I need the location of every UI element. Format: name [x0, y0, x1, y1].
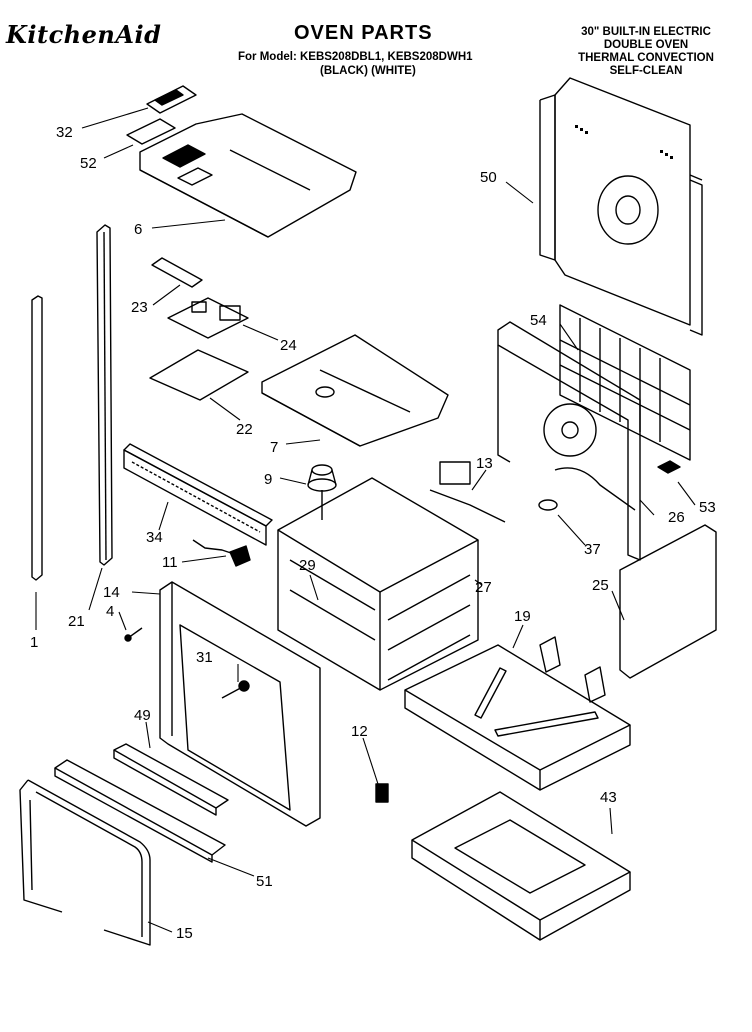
label-part-24: 24: [280, 337, 297, 354]
part-27-oven-cavity-drawing: [277, 477, 479, 691]
label-part-21: 21: [68, 613, 85, 630]
label-part-23: 23: [131, 299, 148, 316]
label-part-12: 12: [351, 723, 368, 740]
label-part-25: 25: [592, 577, 609, 594]
part-7-middle-panel-drawing: [261, 334, 449, 447]
part-14-door-frame-drawing: [159, 581, 321, 827]
part-19-bottom-tray-drawing: [404, 636, 631, 791]
model-colors: (BLACK) (WHITE): [320, 65, 416, 77]
label-part-53: 53: [699, 499, 716, 516]
part-24-control-board-drawing: [167, 297, 249, 339]
label-part-27: 27: [475, 579, 492, 596]
part-13-element-drawing: [429, 461, 506, 523]
label-part-7: 7: [270, 439, 278, 456]
part-labels: 32 52 6 50 23 24 22 7 9 13 54 34 11 29 2…: [30, 124, 716, 942]
label-part-11: 11: [162, 554, 178, 571]
label-part-15: 15: [176, 925, 193, 942]
part-37-sensor-drawing: [538, 499, 558, 511]
label-part-32: 32: [56, 124, 73, 141]
label-part-37: 37: [584, 541, 601, 558]
part-22-cover-plate-drawing: [149, 349, 249, 401]
spec-line-4: SELF-CLEAN: [609, 65, 683, 77]
label-part-29: 29: [299, 557, 316, 574]
part-32-switch-drawing: [146, 85, 197, 114]
label-part-52: 52: [80, 155, 97, 172]
part-12-hinge-drawing: [375, 783, 389, 803]
part-21-side-trim-drawing: [96, 224, 113, 566]
product-spec: 30" BUILT-IN ELECTRIC DOUBLE OVEN THERMA…: [568, 26, 724, 78]
label-part-26: 26: [668, 509, 685, 526]
label-part-50: 50: [480, 169, 497, 186]
part-25-side-panel-drawing: [619, 524, 717, 679]
part-4-screw-drawing: [124, 627, 143, 642]
label-part-13: 13: [476, 455, 493, 472]
part-1-side-strip-drawing: [31, 295, 43, 581]
label-part-34: 34: [146, 529, 163, 546]
part-49-vent-drawing: [113, 743, 229, 816]
part-11-harness-drawing: [192, 539, 251, 567]
spec-line-3: THERMAL CONVECTION: [578, 52, 714, 64]
leader-lines: [35, 107, 696, 933]
part-53-terminal-drawing: [657, 460, 681, 474]
label-part-1: 1: [30, 634, 38, 651]
model-numbers: For Model: KEBS208DBL1, KEBS208DWH1: [238, 51, 473, 63]
part-51-trim-drawing: [54, 759, 226, 863]
part-6-top-panel-drawing: [139, 113, 357, 238]
label-part-22: 22: [236, 421, 253, 438]
part-31-lock-drawing: [221, 680, 250, 699]
label-part-6: 6: [134, 221, 142, 238]
part-43-bottom-pan-drawing: [411, 791, 631, 941]
label-part-49: 49: [134, 707, 151, 724]
page-title: OVEN PARTS: [294, 22, 433, 44]
label-part-54: 54: [530, 312, 547, 329]
part-52-bracket-drawing: [126, 118, 176, 145]
label-part-14: 14: [103, 584, 120, 601]
spec-line-2: DOUBLE OVEN: [603, 39, 689, 51]
part-50-rear-panel-drawing: [539, 77, 703, 336]
part-34-control-panel-drawing: [123, 443, 273, 546]
model-info: For Model: KEBS208DBL1, KEBS208DWH1 (BLA…: [238, 50, 473, 78]
part-23-bracket-drawing: [151, 257, 203, 288]
label-part-43: 43: [600, 789, 617, 806]
spec-line-1: 30" BUILT-IN ELECTRIC: [581, 26, 711, 38]
label-part-19: 19: [514, 608, 531, 625]
label-part-4: 4: [106, 603, 114, 620]
brand-logo: KitchenAid: [6, 20, 162, 49]
part-54-side-panel-drawing: [497, 304, 691, 561]
label-part-9: 9: [264, 471, 272, 488]
part-15-gasket-drawing: [19, 779, 151, 946]
label-part-31: 31: [196, 649, 213, 666]
label-part-51: 51: [256, 873, 273, 890]
